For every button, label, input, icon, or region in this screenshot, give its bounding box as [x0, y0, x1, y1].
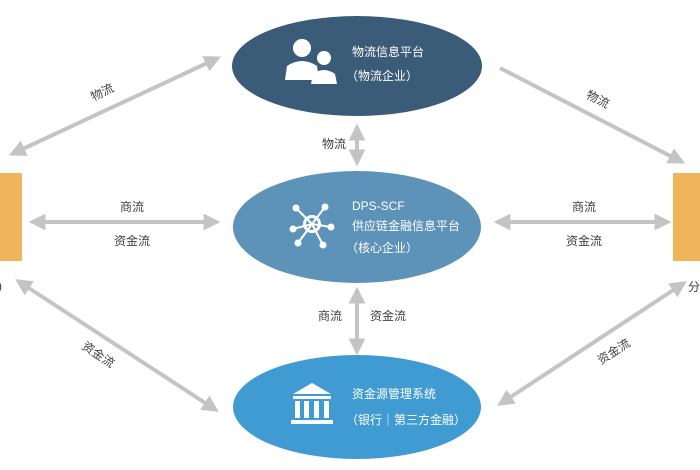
funding-system-node: 资金源管理系统 （银行｜第三方金融） [233, 355, 481, 459]
edge-label-right-lower: 资金流 [566, 233, 602, 248]
arrow-left-to-funding [15, 279, 219, 412]
core-platform-node: DPS-SCF 供应链金融信息平台 （核心企业） [233, 171, 481, 283]
edge-label-top-vertical: 物流 [322, 137, 346, 151]
arrow-left-to-logistics [8, 56, 222, 156]
edge-label-left-upper: 商流 [120, 199, 144, 214]
edge-label-bottom-right-vertical: 资金流 [370, 308, 406, 323]
left-entity-box [0, 173, 22, 261]
people-icon [285, 39, 337, 84]
edge-label-left-lower: 资金流 [114, 233, 150, 248]
core-title-en: DPS-SCF [352, 199, 405, 213]
funding-subtitle: （银行｜第三方金融） [346, 412, 466, 427]
arrow-funding-to-right [497, 281, 687, 406]
core-subtitle: （核心企业） [346, 240, 418, 255]
bank-icon [291, 383, 333, 424]
funding-title: 资金源管理系统 [352, 386, 436, 401]
logistics-title: 物流信息平台 [352, 44, 424, 59]
network-icon [289, 203, 335, 249]
edge-label-right-upper: 商流 [572, 199, 596, 214]
edge-label-top-right: 物流 [584, 88, 612, 111]
right-entity-partial-label: 分 [688, 280, 700, 294]
logistics-subtitle: （物流企业） [346, 68, 418, 83]
left-entity-partial-label: ) [0, 279, 2, 293]
arrow-logistics-to-right [499, 66, 685, 164]
edge-label-bottom-left-vertical: 商流 [318, 308, 342, 323]
right-entity-box [673, 173, 700, 261]
core-title: 供应链金融信息平台 [352, 218, 460, 233]
edge-label-top-left: 物流 [88, 81, 116, 104]
logistics-platform-node: 物流信息平台 （物流企业） [232, 16, 482, 116]
